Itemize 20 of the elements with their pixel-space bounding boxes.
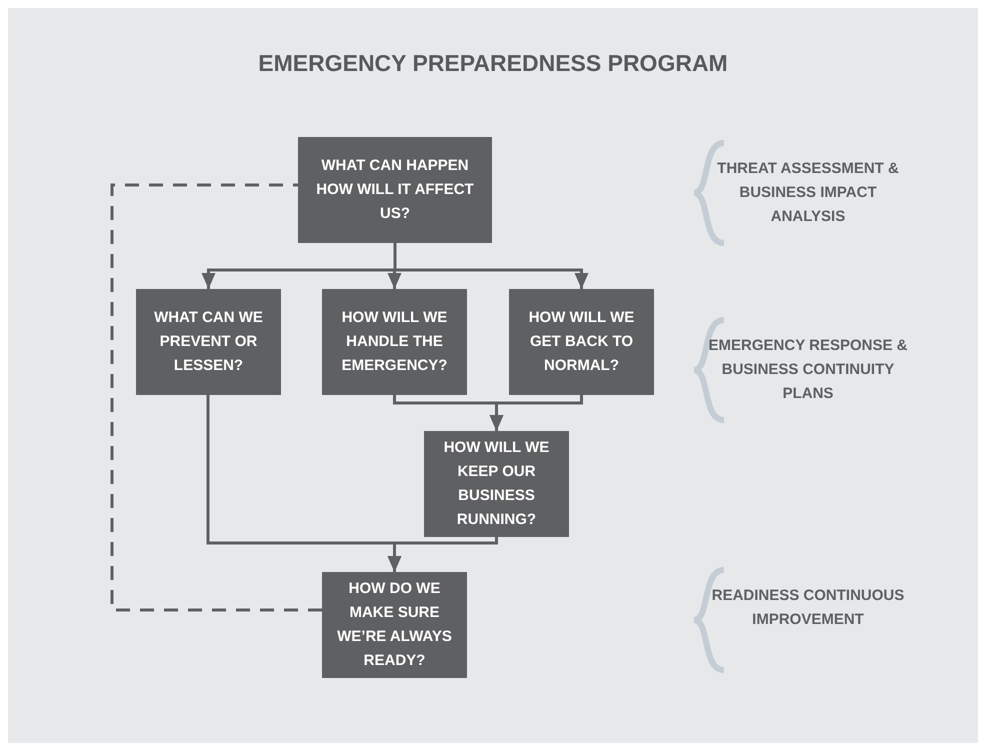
connector-line — [110, 184, 322, 612]
phase-label: THREAT ASSESSMENT & BUSINESS IMPACT ANALYSIS — [716, 159, 900, 227]
process-box — [322, 572, 467, 678]
phase-label: READINESS CONTINUOUS IMPROVEMENT — [710, 586, 906, 630]
process-box — [298, 137, 492, 243]
diagram-title: EMERGENCY PREPAREDNESS PROGRAM — [257, 50, 729, 77]
box-text: WHAT CAN HAPPEN HOW WILL IT AFFECT US? — [315, 156, 475, 224]
phase-label: EMERGENCY RESPONSE & BUSINESS CONTINUITY PLANS — [708, 336, 908, 404]
process-box — [322, 289, 467, 395]
process-box — [424, 431, 569, 537]
arrow — [490, 395, 583, 431]
box-text: HOW WILL WE GET BACK TO NORMAL? — [528, 308, 636, 376]
box-text: HOW WILL WE HANDLE THE EMERGENCY? — [340, 308, 448, 376]
box-text: HOW WILL WE KEEP OUR BUSINESS RUNNING? — [442, 438, 550, 530]
arrow — [388, 537, 498, 572]
box-text: WHAT CAN WE PREVENT OR LESSEN? — [153, 308, 264, 376]
box-text: HOW DO WE MAKE SURE WE’RE ALWAYS READY? — [336, 579, 453, 671]
process-box — [509, 289, 654, 395]
process-box — [136, 289, 281, 395]
arrow — [394, 243, 588, 289]
